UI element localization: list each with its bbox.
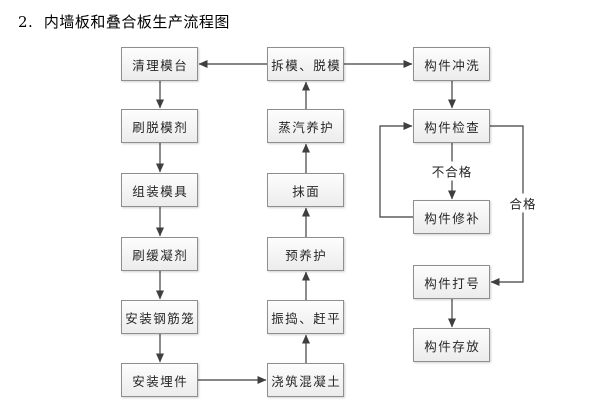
flow-node-label: 安装埋件 — [132, 373, 189, 389]
flow-node-label: 拆模、脱模 — [271, 57, 342, 73]
flow-node-label: 构件检查 — [424, 119, 481, 135]
page-title: 2. 内墙板和叠合板生产流程图 — [18, 13, 230, 31]
flow-node-label: 浇筑混凝土 — [271, 373, 342, 389]
flow-node-brush-release-agent: 刷脱模剂 — [121, 109, 198, 143]
flow-node-assemble-mold: 组装模具 — [121, 173, 198, 207]
flow-node-label: 组装模具 — [132, 183, 189, 199]
edge-component-repair-to-component-inspection — [379, 122, 413, 218]
flow-node-component-inspection: 构件检查 — [413, 109, 490, 143]
flow-node-label: 振捣、赶平 — [271, 310, 342, 326]
flow-node-label: 刷缓凝剂 — [132, 247, 189, 263]
flow-node-trowel-surface: 抹面 — [267, 173, 344, 207]
flow-node-pre-curing: 预养护 — [267, 237, 344, 271]
flow-node-brush-retarder: 刷缓凝剂 — [121, 237, 198, 271]
flow-node-label: 构件修补 — [424, 210, 481, 226]
flow-node-pour-concrete: 浇筑混凝土 — [267, 363, 344, 397]
flow-node-steam-curing: 蒸汽养护 — [267, 109, 344, 143]
flow-node-label: 抹面 — [292, 183, 321, 199]
flow-node-install-embedded-parts: 安装埋件 — [121, 363, 198, 397]
flow-node-label: 构件存放 — [424, 338, 481, 354]
flow-node-label: 蒸汽养护 — [278, 119, 335, 135]
flow-node-label: 刷脱模剂 — [132, 119, 189, 135]
flow-node-vibrate-level: 振捣、赶平 — [267, 300, 344, 334]
flow-node-install-rebar-cage: 安装钢筋笼 — [121, 300, 198, 334]
flow-node-label: 构件打号 — [424, 275, 481, 291]
flow-node-label: 安装钢筋笼 — [125, 310, 196, 326]
flow-node-component-storage: 构件存放 — [413, 328, 490, 362]
flow-node-label: 构件冲洗 — [424, 57, 481, 73]
flow-node-clean-mold-platform: 清理模台 — [121, 47, 198, 81]
flow-node-label: 清理模台 — [132, 57, 189, 73]
pass-label: 合格 — [507, 193, 539, 213]
flow-node-component-repair: 构件修补 — [413, 200, 490, 234]
flow-node-component-washing: 构件冲洗 — [413, 47, 490, 81]
fail-label: 不合格 — [429, 161, 475, 181]
flow-node-component-numbering: 构件打号 — [413, 265, 490, 299]
flow-node-demold: 拆模、脱模 — [267, 47, 344, 81]
flow-node-label: 预养护 — [285, 247, 328, 263]
